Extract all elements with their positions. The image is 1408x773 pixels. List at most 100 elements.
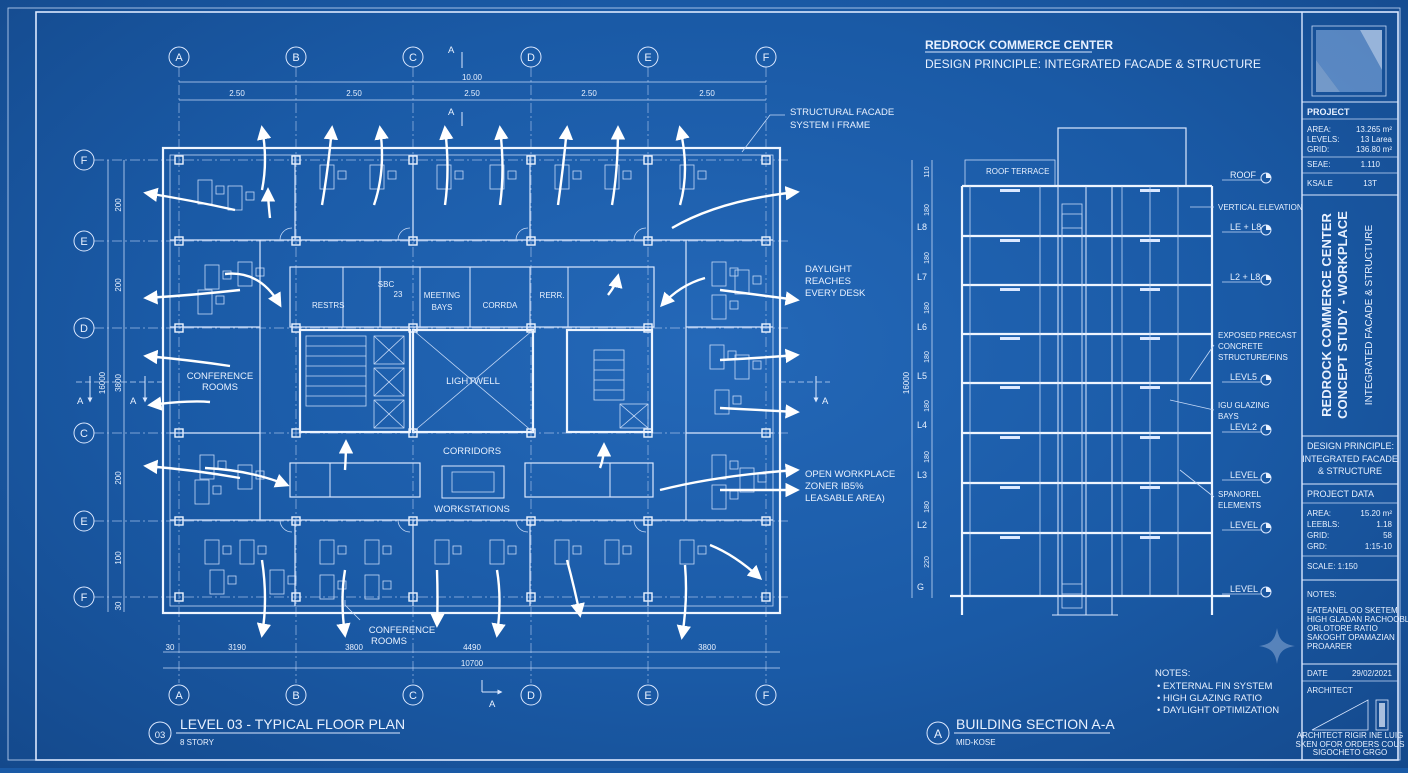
section-level-right: ROOF <box>1230 170 1257 180</box>
chair <box>215 295 225 305</box>
chair <box>752 275 762 285</box>
grid-bubble-col-label: A <box>175 690 183 702</box>
desk <box>197 179 213 205</box>
tb-scale-row: SCALE: 1:150 <box>1307 562 1358 571</box>
grid-bubble-row-label: D <box>80 323 88 335</box>
daylight-arrow <box>204 466 290 488</box>
tb-date-value: 29/02/2021 <box>1352 669 1393 678</box>
room-sbc-2: 23 <box>394 290 403 299</box>
callout-open-1: OPEN WORKPLACE <box>805 469 895 480</box>
dim-left-3: 3800 <box>114 374 123 392</box>
tb-pd-levels-label: LEEBLS: <box>1307 520 1339 529</box>
room-conference-1b: ROOMS <box>202 382 238 393</box>
grid-bubble-row-label: F <box>81 155 88 167</box>
chair <box>227 575 237 585</box>
column <box>761 323 771 333</box>
dim-left-6: 30 <box>114 601 123 610</box>
floor-beam <box>1000 239 1020 242</box>
daylight-arrow <box>660 276 706 308</box>
room-workstations: WORKSTATIONS <box>434 504 510 515</box>
callout-igu-2: BAYS <box>1218 412 1239 421</box>
column <box>526 155 536 165</box>
section-mark-bottom: A <box>489 699 496 710</box>
grid-bubble-col <box>402 46 424 68</box>
grid-bubble-col <box>285 46 307 68</box>
plan-dimensions-top: 10.00 2.50 2.50 2.50 2.50 2.50 <box>179 73 766 101</box>
column <box>761 592 771 602</box>
chair <box>697 545 707 555</box>
section-dim: 180 <box>924 351 931 363</box>
desk <box>679 539 695 565</box>
lightwell-box <box>411 328 535 434</box>
grid-bubble-row <box>73 422 95 444</box>
callout-precast-2: CONCRETE <box>1218 342 1263 351</box>
callout-daylight-1: DAYLIGHT <box>805 264 852 275</box>
chair <box>387 170 397 180</box>
desk <box>239 539 255 565</box>
tb-grid-value: 136.80 m² <box>1356 145 1392 154</box>
section-level-mark: L5 <box>917 371 927 381</box>
grid-bubble-col-label: E <box>644 52 651 64</box>
desk <box>679 164 695 190</box>
callout-igu-1: IGU GLAZING <box>1218 401 1270 410</box>
grid-bubble-col <box>755 46 777 68</box>
dim-left-1: 200 <box>114 198 123 212</box>
desk <box>711 484 727 510</box>
desk <box>711 261 727 287</box>
tb-pd-area-label: AREA: <box>1307 509 1331 518</box>
desk <box>364 574 380 600</box>
tb-date-label: DATE <box>1307 669 1328 678</box>
column <box>174 323 184 333</box>
section-dim: 180 <box>924 252 931 264</box>
chair <box>622 170 632 180</box>
grid-bubble-col-label: F <box>763 52 770 64</box>
floor-beam <box>1000 536 1020 539</box>
title-block: PROJECT AREA: 13.265 m² LEVELS: 13 Larea… <box>1296 25 1408 757</box>
room-meeting: MEETING <box>424 291 460 300</box>
daylight-arrow <box>338 439 354 471</box>
desk <box>604 539 620 565</box>
column <box>761 516 771 526</box>
column <box>291 516 301 526</box>
daylight-arrow <box>671 186 800 230</box>
sheet-border-inner <box>35 11 1399 761</box>
chair <box>245 191 255 201</box>
daylight-arrow <box>709 543 763 580</box>
column <box>526 516 536 526</box>
column <box>526 236 536 246</box>
tb-pd-area-value: 15.20 m² <box>1360 509 1392 518</box>
daylight-arrow <box>430 569 445 628</box>
chair <box>454 170 464 180</box>
chair <box>732 395 742 405</box>
tb-pd-grd-label: GRD: <box>1307 542 1327 551</box>
section-mark-left-1: A <box>77 396 84 407</box>
desk <box>197 289 213 315</box>
sheet-header: REDROCK COMMERCE CENTER DESIGN PRINCIPLE… <box>925 38 1261 71</box>
design-principle-heading: DESIGN PRINCIPLE: INTEGRATED FACADE & ST… <box>925 57 1261 71</box>
callout-daylight-3: EVERY DESK <box>805 288 866 299</box>
level-marker-fill <box>1266 375 1271 380</box>
daylight-arrow <box>224 272 282 308</box>
daylight-arrow <box>610 125 626 206</box>
grid-bubble-row-label: E <box>80 516 87 528</box>
desk <box>319 574 335 600</box>
chair <box>287 575 297 585</box>
daylight-arrow <box>494 125 509 206</box>
section-mark-right: A <box>822 396 829 407</box>
daylight-arrow <box>719 348 800 364</box>
plan-title: LEVEL 03 - TYPICAL FLOOR PLAN <box>180 716 405 732</box>
section-level-mark: L6 <box>917 322 927 332</box>
grid-bubble-row-label: C <box>80 428 88 440</box>
chair <box>382 545 392 555</box>
section-level-right: LE + L8 <box>1230 222 1261 232</box>
company-logo <box>1316 30 1382 92</box>
column <box>761 236 771 246</box>
callout-facade-2: SYSTEM I FRAME <box>790 120 870 131</box>
floor-beam <box>1000 386 1020 389</box>
plan-dimensions-bottom: 30 3190 3800 4490 3800 10700 <box>163 643 780 669</box>
desk <box>269 569 285 595</box>
tb-pd-grid-value: 58 <box>1383 531 1392 540</box>
